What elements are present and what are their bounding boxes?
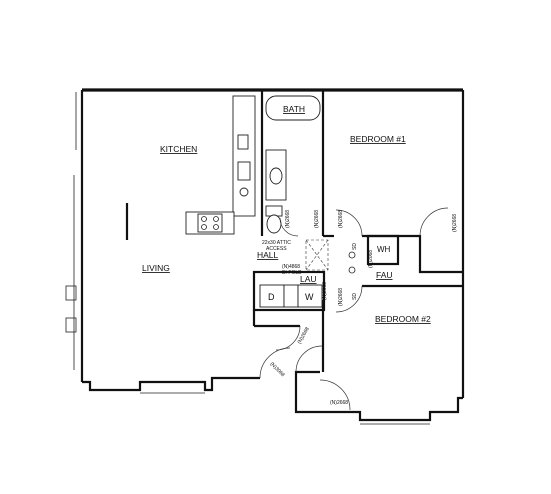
attic-note-line1: 22x30 ATTIC [262, 240, 291, 246]
fau-label: FAU [376, 270, 393, 280]
bedroom2-closet-door-swing [319, 379, 351, 411]
door-tag-hall-2: (N)2668 [322, 282, 328, 300]
laundry-door-swing [275, 325, 301, 351]
bottom-left-wall [82, 376, 260, 392]
bedroom1-door-swing [335, 209, 363, 237]
attic-hatch [305, 239, 329, 271]
door-tag-bedroom1-closet: (N)2668 [452, 214, 458, 232]
bottom-right-wall [294, 370, 463, 422]
door-tag-entry: (N)3068 [269, 361, 286, 378]
attic-note-line2: ACCESS [266, 246, 287, 252]
hall-closet-door-swing [295, 345, 323, 373]
kitchen-label: KITCHEN [160, 144, 197, 154]
door-tag-hall-1: (N)2668 [314, 210, 320, 228]
water-heater-label: WH [377, 245, 391, 254]
doors [259, 207, 449, 411]
lau-door-note-line1: (N)4868 [282, 264, 300, 270]
bathtub [265, 95, 321, 121]
burner-3 [201, 224, 207, 230]
washer-box [297, 284, 323, 308]
bedroom1-label: BEDROOM #1 [350, 134, 406, 144]
smoke-detector-1 [348, 251, 356, 259]
laundry-controls [283, 284, 299, 308]
burner-2 [213, 216, 219, 222]
door-tag-bath: (N)2668 [285, 210, 291, 228]
door-tag-laundry: (N)2668 [297, 326, 311, 345]
laundry-appliances [259, 251, 356, 308]
dryer-label: D [268, 292, 275, 302]
lau-door-note-line2: BI-FOLD [282, 270, 302, 276]
burner-1 [201, 216, 207, 222]
living-label: LIVING [142, 263, 170, 273]
range [197, 213, 223, 233]
kitchen-sink [237, 161, 251, 181]
bedroom2-door-swing [335, 285, 363, 313]
attic-hatch-diag-1 [305, 239, 329, 271]
door-tag-bedroom2-closet: (N)2668 [330, 400, 348, 406]
closet-mark-2: SD [352, 293, 358, 300]
interior-walls [125, 90, 463, 372]
door-tag-bedroom2: (N)2668 [338, 288, 344, 306]
door-tag-bedroom1: (N)2668 [338, 210, 344, 228]
dishwasher [237, 134, 249, 150]
bath-label: BATH [283, 104, 305, 114]
exterior-walls [65, 88, 465, 425]
attic-access [305, 239, 329, 271]
kitchen-fixtures [185, 95, 256, 235]
sink-basin [239, 187, 249, 197]
toilet-bowl [266, 214, 282, 234]
door-tag-closet: (N)2068 [368, 250, 374, 268]
smoke-detector-2 [348, 266, 356, 274]
washer-label: W [305, 292, 314, 302]
window-left-3 [65, 285, 77, 301]
bedroom1-closet-door-swing [419, 207, 449, 237]
window-left-4 [65, 317, 77, 333]
burner-4 [213, 224, 219, 230]
attic-hatch-diag-2 [305, 239, 329, 271]
hall-label: HALL [257, 250, 279, 260]
bath-fixtures [265, 95, 321, 234]
water-heater-closet [366, 234, 400, 266]
bath-door-swing [279, 217, 299, 237]
lau-label: LAU [300, 274, 317, 284]
bath-sink [269, 167, 283, 185]
laundry-room [252, 270, 326, 312]
toilet-tank [265, 205, 283, 217]
bedroom2-label: BEDROOM #2 [375, 314, 431, 324]
bedroom1-bottom-wall [362, 234, 463, 274]
kitchen-counter [232, 95, 256, 217]
closet-mark-1: SD [352, 243, 358, 250]
